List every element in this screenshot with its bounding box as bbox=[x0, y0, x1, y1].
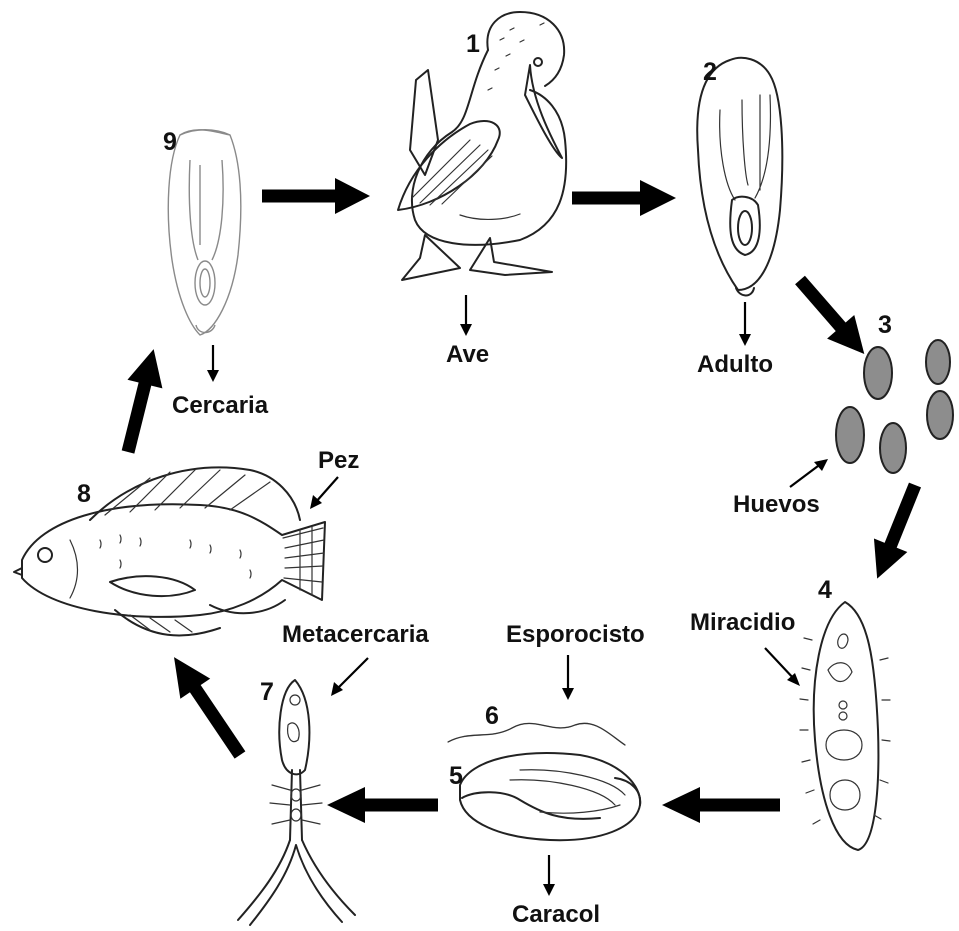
adult-fluke-illustration bbox=[697, 58, 782, 296]
cercaria-illustration bbox=[168, 130, 241, 335]
stage-number-1: 1 bbox=[466, 30, 480, 58]
stage-name-esporocisto: Esporocisto bbox=[506, 621, 645, 648]
stage-name-huevos: Huevos bbox=[733, 491, 820, 518]
stage-name-metacercaria: Metacercaria bbox=[282, 621, 429, 648]
arrow-adult-to-eggs bbox=[786, 268, 877, 366]
arrow-metacercaria-to-fish bbox=[159, 647, 255, 765]
stage-number-7: 7 bbox=[260, 678, 274, 706]
fish-illustration bbox=[14, 467, 325, 635]
stage-number-8: 8 bbox=[77, 480, 91, 508]
stage-name-adulto: Adulto bbox=[697, 351, 773, 378]
eggs-illustration bbox=[836, 340, 953, 473]
miracidium-illustration bbox=[800, 602, 890, 850]
arrow-snail-to-metacercaria bbox=[327, 787, 438, 823]
arrow-bird-to-adult bbox=[572, 180, 676, 216]
bird-illustration bbox=[398, 12, 566, 280]
stage-number-4: 4 bbox=[818, 576, 832, 604]
stage-number-6: 6 bbox=[485, 702, 499, 730]
snail-illustration bbox=[460, 753, 640, 840]
arrow-eggs-to-miracidium bbox=[860, 478, 931, 585]
stage-number-2: 2 bbox=[703, 58, 717, 86]
arrow-miracidium-to-snail bbox=[662, 787, 780, 823]
arrow-cercaria-to-bird bbox=[262, 178, 370, 214]
stage-name-miracidio: Miracidio bbox=[690, 609, 795, 636]
arrow-fish-to-cercaria bbox=[111, 345, 172, 457]
stage-number-3: 3 bbox=[878, 311, 892, 339]
sporocyst-illustration bbox=[448, 723, 625, 745]
stage-name-caracol: Caracol bbox=[512, 901, 600, 928]
stage-name-cercaria: Cercaria bbox=[172, 392, 269, 419]
stage-number-5: 5 bbox=[449, 762, 463, 790]
stage-number-9: 9 bbox=[163, 128, 177, 156]
stage-name-ave: Ave bbox=[446, 341, 489, 368]
stage-names: Ave Adulto Huevos Miracidio Caracol Espo… bbox=[172, 341, 820, 928]
stage-name-pez: Pez bbox=[318, 447, 359, 474]
